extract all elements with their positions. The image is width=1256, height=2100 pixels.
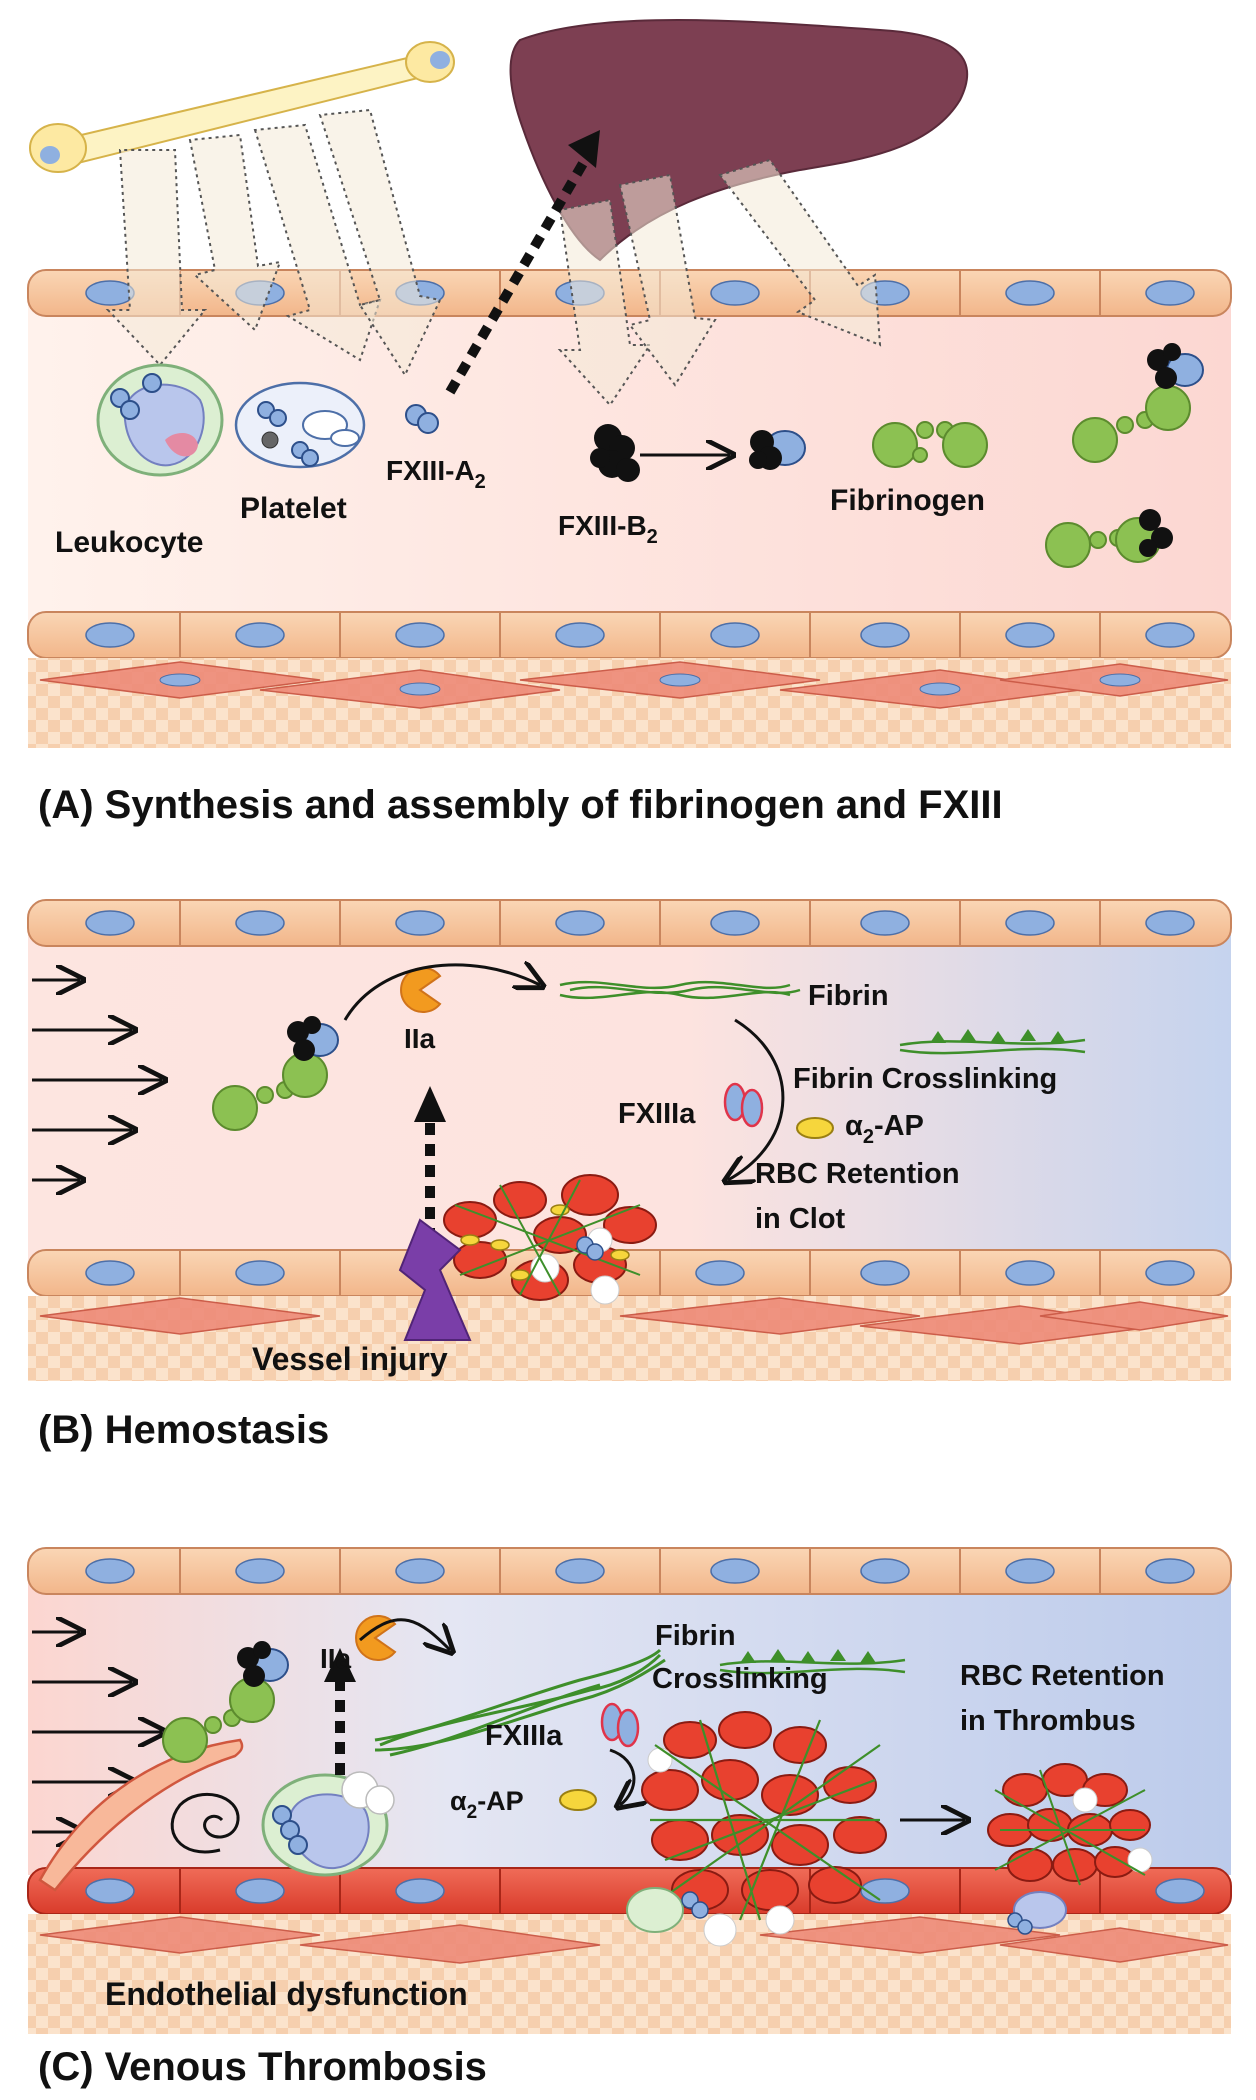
fibrinogen-molecule	[872, 421, 988, 468]
label-thrombin-c: IIa	[320, 1643, 352, 1674]
label-rbc-retention-c-2: in Thrombus	[960, 1705, 1136, 1737]
crosslinking-arrow-b	[728, 1018, 785, 1180]
top-endothelium-b	[27, 899, 1232, 947]
crosslinked-fibrin-c	[719, 1649, 906, 1675]
bone-illustration	[29, 41, 455, 173]
fibrin-mesh-c	[374, 1648, 666, 1757]
vessel-injury-icon	[398, 1218, 472, 1341]
label-fxiiia-c: FXIIIa	[485, 1720, 563, 1752]
clot-b	[443, 1174, 657, 1305]
label-vessel-injury: Vessel injury	[252, 1341, 448, 1377]
stasis-swirl	[170, 1792, 240, 1854]
label-rbc-retention-b-2: in Clot	[755, 1203, 846, 1235]
thrombus-retracted	[987, 1763, 1153, 1935]
thrombin-icon-c	[355, 1615, 397, 1661]
alpha2ap-molecule-b	[796, 1117, 834, 1139]
fxiii-a2-to-liver-arrow	[445, 157, 590, 395]
label-crosslinking-c: Crosslinking	[652, 1663, 828, 1695]
leukocyte-arrowhead	[324, 1648, 356, 1682]
smooth-muscle-b	[28, 1296, 1231, 1381]
thrombin-arrow-c	[359, 1618, 450, 1650]
bottom-endothelium-a	[27, 611, 1232, 659]
leukocyte-cell-c	[261, 1771, 395, 1877]
smooth-muscle-a	[28, 658, 1231, 748]
leukocyte-cell	[96, 363, 224, 477]
fxiii-assembled	[749, 430, 806, 470]
panel-a: Leukocyte Platelet FXIII-A2 FXIII-B2 Fib…	[27, 19, 1232, 748]
fibrinogen-fxiii-complex-b	[212, 1016, 339, 1131]
platelet-cell	[234, 381, 366, 469]
fxiii-b2-molecule	[590, 424, 640, 482]
bottom-endothelium-c	[27, 1867, 1232, 1915]
alpha2ap-molecule-c	[559, 1789, 597, 1811]
label-alpha2ap-b: α2-AP	[845, 1110, 924, 1148]
smooth-muscle-c	[28, 1914, 1231, 2034]
fxiiia-molecule-c	[600, 1702, 640, 1748]
bottom-endothelium-b	[27, 1249, 1232, 1297]
fibrin-strands-b	[559, 980, 801, 1000]
label-fibrin-crosslinking-b: Fibrin Crosslinking	[793, 1063, 1057, 1095]
thrombin-arrow-b	[343, 965, 540, 1021]
crosslinked-fibrin-b	[899, 1029, 1086, 1055]
fxiii-a2-molecule	[405, 404, 439, 434]
label-fibrin-c: Fibrin	[655, 1620, 736, 1652]
thrombus-large	[626, 1711, 887, 1947]
label-fxiiia-b: FXIIIa	[618, 1098, 696, 1130]
label-platelet: Platelet	[240, 492, 347, 525]
thrombin-icon	[400, 967, 442, 1013]
caption-panel-c: (C) Venous Thrombosis	[38, 2045, 487, 2089]
caption-panel-a: (A) Synthesis and assembly of fibrinogen…	[38, 783, 1003, 827]
label-thrombin-b: IIa	[404, 1023, 436, 1054]
top-endothelium-c	[27, 1547, 1232, 1595]
fibrinogen-fxiii-complex-1	[1072, 343, 1204, 463]
label-rbc-retention-c-1: RBC Retention	[960, 1660, 1165, 1692]
label-endothelial-dysfunction: Endothelial dysfunction	[105, 1976, 468, 2012]
fxiiia-molecule-b	[723, 1082, 764, 1128]
injury-arrowhead	[414, 1086, 446, 1122]
label-fibrin-b: Fibrin	[808, 980, 889, 1012]
blood-flow-arrows-b	[32, 980, 162, 1180]
panel-b: IIa Fibrin Fibrin Crosslinking FXIIIa α2…	[27, 899, 1232, 1381]
liver-arrowhead	[568, 130, 600, 168]
venous-valve	[38, 1738, 244, 1892]
label-fxiii-b2: FXIII-B2	[558, 510, 658, 548]
secretion-arrows-a	[105, 108, 882, 407]
crosslinking-arrow-c	[609, 1748, 634, 1805]
label-alpha2ap-c: α2-AP	[450, 1786, 524, 1823]
label-leukocyte: Leukocyte	[55, 526, 203, 559]
fibrinogen-fxiii-complex-2	[1045, 509, 1173, 568]
fibrinogen-fxiii-complex-c	[162, 1641, 289, 1763]
label-fibrinogen: Fibrinogen	[830, 484, 985, 517]
panel-c: IIa Fibrin Crosslinking RBC Retention in…	[27, 1547, 1232, 2034]
caption-panel-b: (B) Hemostasis	[38, 1408, 330, 1452]
label-rbc-retention-b-1: RBC Retention	[755, 1158, 960, 1190]
label-fxiii-a2: FXIII-A2	[386, 455, 486, 493]
